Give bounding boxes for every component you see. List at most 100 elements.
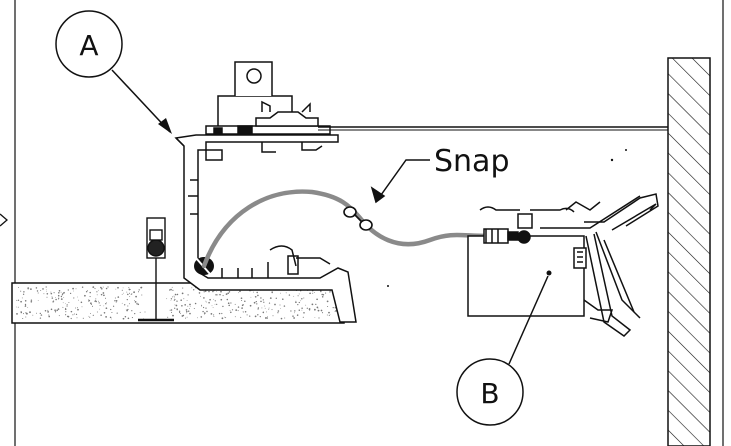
concrete-speck: [23, 291, 25, 293]
concrete-speck: [27, 306, 29, 308]
concrete-speck: [58, 289, 61, 292]
concrete-speck: [64, 308, 67, 311]
concrete-speck: [301, 309, 303, 311]
concrete-speck: [249, 315, 251, 317]
concrete-speck: [203, 312, 206, 314]
concrete-speck: [277, 310, 280, 312]
concrete-speck: [130, 293, 132, 295]
concrete-speck: [216, 303, 218, 306]
concrete-speck: [250, 296, 252, 298]
concrete-speck: [186, 312, 187, 314]
concrete-speck: [231, 309, 234, 311]
concrete-speck: [98, 302, 100, 304]
concrete-speck: [215, 294, 217, 296]
concrete-speck: [22, 313, 25, 315]
concrete-speck: [182, 287, 184, 289]
concrete-speck: [255, 300, 257, 303]
concrete-speck: [68, 302, 70, 303]
concrete-speck: [97, 289, 99, 291]
concrete-speck: [22, 293, 25, 295]
flexible-cable: [201, 189, 489, 269]
concrete-speck: [167, 316, 169, 318]
concrete-speck: [129, 295, 131, 297]
concrete-speck: [314, 308, 316, 311]
concrete-speck: [275, 297, 277, 299]
concrete-speck: [129, 289, 131, 291]
concrete-speck: [140, 286, 143, 289]
concrete-speck: [214, 303, 216, 305]
concrete-speck: [189, 312, 191, 315]
concrete-speck: [262, 311, 265, 313]
concrete-speck: [99, 304, 101, 306]
concrete-speck: [246, 314, 248, 316]
concrete-speck: [254, 295, 257, 298]
concrete-speck: [170, 309, 173, 311]
concrete-speck: [206, 310, 208, 313]
concrete-speck: [201, 305, 203, 307]
concrete-speck: [316, 306, 319, 309]
concrete-speck: [210, 313, 213, 315]
concrete-speck: [266, 317, 269, 319]
concrete-speck: [262, 299, 264, 301]
concrete-speck: [56, 309, 59, 312]
concrete-speck: [92, 314, 94, 316]
concrete-speck: [169, 309, 171, 311]
concrete-speck: [297, 303, 299, 306]
snap-leader: [370, 159, 430, 204]
concrete-speck: [321, 296, 324, 298]
concrete-speck: [100, 293, 103, 296]
concrete-speck: [222, 295, 224, 297]
concrete-speck: [62, 306, 64, 308]
concrete-speck: [176, 308, 178, 311]
concrete-speck: [171, 286, 173, 288]
concrete-speck: [187, 294, 189, 296]
concrete-speck: [92, 286, 95, 288]
concrete-speck: [170, 311, 173, 313]
concrete-speck: [85, 291, 88, 293]
concrete-speck: [104, 297, 107, 299]
concrete-speck: [321, 312, 324, 314]
concrete-speck: [205, 307, 207, 309]
concrete-speck: [237, 306, 240, 308]
concrete-speck: [203, 291, 205, 293]
concrete-speck: [42, 288, 44, 290]
fixture-b: [467, 193, 659, 337]
concrete-speck: [105, 303, 107, 305]
concrete-speck: [269, 297, 272, 299]
concrete-speck: [308, 308, 311, 310]
concrete-speck: [29, 311, 31, 314]
concrete-speck: [176, 300, 178, 302]
concrete-speck: [166, 298, 168, 300]
concrete-speck: [128, 287, 130, 289]
concrete-speck: [241, 299, 243, 302]
concrete-speck: [90, 302, 92, 305]
concrete-speck: [212, 307, 214, 308]
concrete-speck: [227, 302, 230, 305]
concrete-speck: [66, 304, 68, 306]
concrete-speck: [212, 290, 214, 293]
concrete-speck: [181, 315, 184, 317]
concrete-speck: [268, 308, 270, 310]
concrete-speck: [107, 286, 109, 288]
concrete-speck: [57, 308, 60, 310]
concrete-speck: [135, 295, 137, 298]
concrete-speck: [211, 305, 213, 307]
concrete-speck: [306, 307, 308, 309]
concrete-speck: [284, 317, 286, 319]
concrete-speck: [27, 289, 29, 290]
concrete-speck: [290, 310, 292, 312]
concrete-speck: [61, 294, 64, 296]
stray-dot: [610, 158, 614, 162]
concrete-speck: [77, 308, 79, 311]
concrete-speck: [75, 313, 78, 316]
concrete-speck: [20, 300, 22, 303]
concrete-speck: [95, 299, 97, 301]
concrete-speck: [75, 307, 77, 309]
concrete-speck: [58, 297, 60, 299]
concrete-speck: [90, 313, 91, 315]
concrete-speck: [94, 288, 96, 290]
concrete-speck: [189, 303, 191, 306]
concrete-speck: [328, 314, 330, 316]
concrete-speck: [134, 312, 136, 315]
concrete-speck: [46, 293, 49, 295]
